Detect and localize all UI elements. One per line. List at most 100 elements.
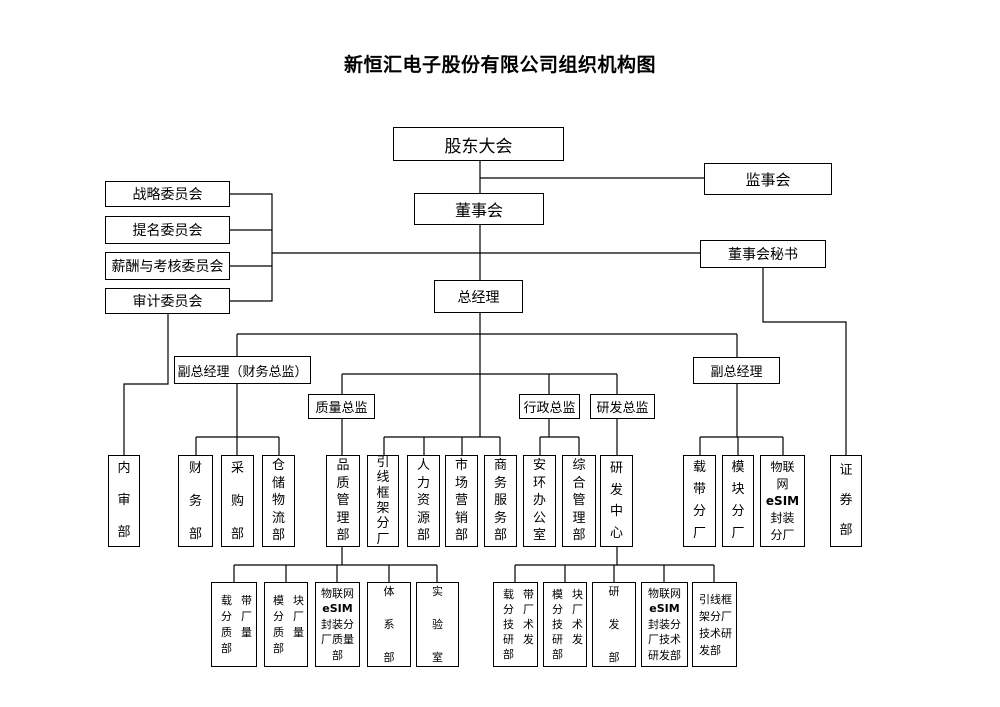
dept-label: 研发中心 [609,461,623,541]
node-label: 薪酬与考核委员会 [111,259,224,275]
dept-label-lines: 物联 网 eSIM 封装 分厂 [766,459,799,544]
dept-finance: 财务部 [178,455,213,547]
label-line: 物联网 [648,586,681,600]
label-line: 网 [776,476,789,491]
label-line: 分厂 [770,527,795,542]
dept-label: 采购部 [230,460,244,542]
unit-laboratory: 实验室 [416,582,459,667]
unit-lead-frame-rd: 引线框 架分厂 技术研 发部 [692,582,737,667]
unit-rd-dept: 研发部 [592,582,636,667]
dept-business-services: 商务服务部 [484,455,517,547]
label-line: 载带 [221,593,261,607]
node-deputy-gm: 副总经理 [693,357,780,384]
unit-module-quality: 模块 分厂 质量 部 [264,582,308,667]
chart-title: 新恒汇电子股份有限公司组织机构图 [343,54,656,76]
label-line: 研发 [503,633,543,646]
node-audit-committee: 审计委员会 [105,288,230,314]
dept-general-management: 综合管理部 [562,455,596,547]
unit-label-lines: 模块 分厂 质量 部 [273,593,313,657]
dept-label: 人力资源部 [416,458,430,544]
label-line: eSIM [649,602,680,616]
node-label: 董事会秘书 [728,247,798,263]
label-line: 模块 [552,588,592,601]
node-label: 行政总监 [523,401,576,416]
node-label: 总经理 [457,289,500,306]
node-strategy-committee: 战略委员会 [105,181,230,207]
dept-securities: 证券部 [830,455,862,547]
dept-label: 模块分厂 [731,460,745,541]
dept-label: 安环办公室 [532,458,546,544]
dept-label: 内审部 [117,461,131,540]
unit-label-lines: 物联网 eSIM 封装分 厂技术 研发部 [648,586,681,664]
unit-label-lines: 模块 分厂 技术 研发 部 [552,587,592,662]
node-board: 董事会 [414,193,544,225]
dept-procurement: 采购部 [221,455,254,547]
unit-label-lines: 载带 分厂 质量 部 [221,593,261,657]
label-line: 封装分 [321,617,354,631]
label-line: 分厂 [552,603,592,616]
label-line: 厂质量 [321,633,354,647]
node-label: 股东大会 [444,136,513,157]
dept-carrier-tape-factory: 载带分厂 [683,455,716,547]
unit-carrier-tape-quality: 载带 分厂 质量 部 [211,582,257,667]
label-line: 研发部 [648,648,681,662]
label-line: eSIM [322,602,353,616]
node-deputy-gm-finance: 副总经理（财务总监） [174,356,311,384]
node-remuneration-committee: 薪酬与考核委员会 [105,252,230,280]
label-line: 厂技术 [648,633,681,647]
unit-iot-esim-rd: 物联网 eSIM 封装分 厂技术 研发部 [641,582,688,667]
label-line: 研发 [552,633,592,646]
label-line: 部 [273,641,293,655]
dept-label: 载带分厂 [692,460,706,541]
node-admin-director: 行政总监 [519,394,580,419]
unit-label-lines: 载带 分厂 技术 研发 部 [503,587,543,662]
label-line: 引线框 [699,592,732,606]
node-label: 审计委员会 [132,294,203,310]
label-line: 物联网 [321,586,354,600]
connector [123,314,169,455]
dept-quality-management: 品质管理部 [326,455,360,547]
dept-module-factory: 模块分厂 [722,455,754,547]
label-line: 质量 [221,625,261,639]
connector [230,193,273,302]
label-line: 模块 [273,593,313,607]
label-line: 技术研 [699,626,732,640]
node-general-manager: 总经理 [434,280,523,313]
label-line: 封装分 [648,617,681,631]
node-label: 监事会 [745,170,791,189]
dept-label: 市场营销部 [454,458,468,544]
unit-carrier-tape-rd: 载带 分厂 技术 研发 部 [493,582,538,667]
connector [762,268,847,455]
label-line: 部 [332,648,343,662]
node-label: 研发总监 [596,401,649,416]
node-label: 质量总监 [315,401,368,416]
label-line: 部 [221,641,241,655]
node-rd-director: 研发总监 [590,394,655,419]
unit-label: 实验室 [431,585,443,664]
node-shareholders-meeting: 股东大会 [393,127,564,161]
node-label: 副总经理（财务总监） [177,364,308,380]
node-quality-director: 质量总监 [308,394,375,419]
label-line: 分厂 [503,603,543,616]
label-line: 发部 [699,643,721,657]
node-board-secretary: 董事会秘书 [700,240,826,268]
label-line: 部 [552,648,572,661]
dept-internal-audit: 内审部 [108,455,140,547]
unit-label-lines: 物联网 eSIM 封装分 厂质量 部 [321,586,354,664]
dept-label: 综合管理部 [572,458,586,544]
dept-label: 品质管理部 [336,458,350,544]
dept-marketing: 市场营销部 [445,455,478,547]
dept-label: 财务部 [188,460,202,542]
node-label: 提名委员会 [132,223,203,239]
dept-ehs-office: 安环办公室 [523,455,556,547]
unit-label-lines: 引线框 架分厂 技术研 发部 [699,591,732,659]
dept-label: 商务服务部 [493,458,507,544]
dept-iot-esim-factory: 物联 网 eSIM 封装 分厂 [760,455,805,547]
dept-label: 仓储物流部 [271,458,285,544]
dept-rd-center: 研发中心 [600,455,633,547]
label-line: 质量 [273,625,313,639]
unit-label: 体系部 [383,585,395,664]
dept-hr: 人力资源部 [407,455,440,547]
dept-label: 证券部 [839,463,853,538]
